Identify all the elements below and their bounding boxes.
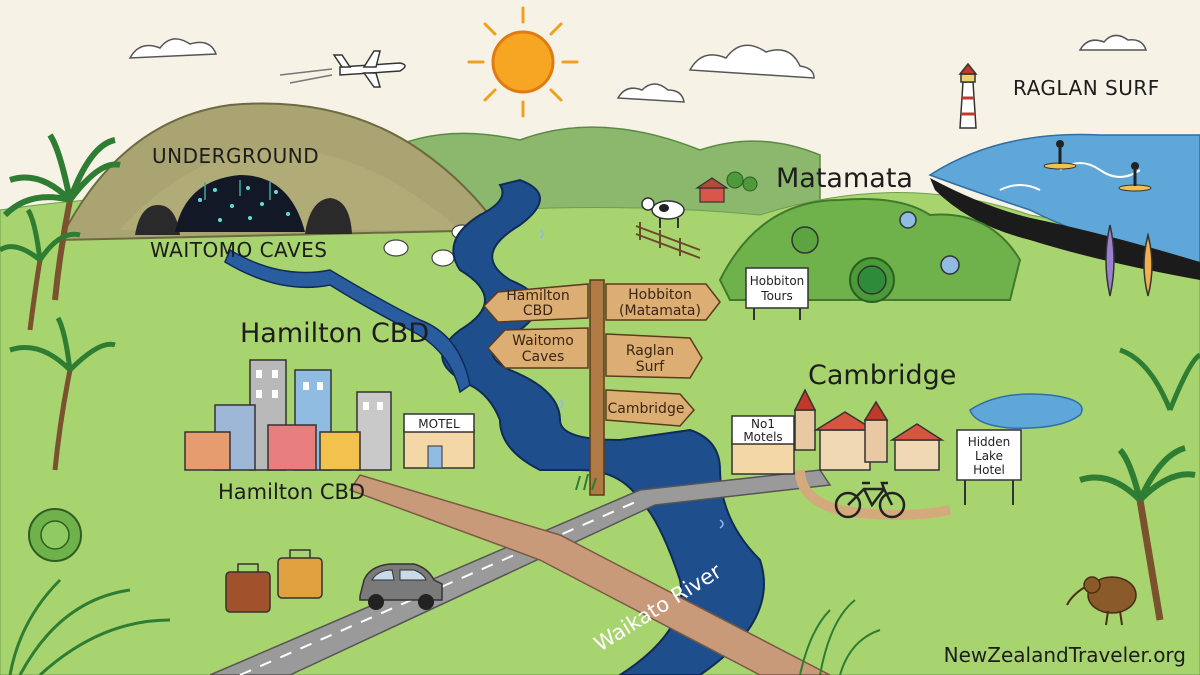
signpost-hobbiton-line2: (Matamata) [619, 303, 701, 319]
signpost-waitomo-line2: Caves [522, 349, 565, 365]
cave-entrance [135, 175, 352, 235]
sun-icon [467, 6, 579, 118]
palm-tree-icon [0, 133, 121, 471]
place-label-underground: UNDERGROUND [152, 144, 320, 168]
signpost-raglan-line1: Raglan [626, 343, 674, 359]
surfer-icon [1118, 162, 1152, 192]
river-tributary [224, 248, 471, 394]
place-label-matamata: Matamata [776, 163, 913, 194]
hobbit-hole-icon [791, 211, 960, 303]
place-label-raglan-surf: RAGLAN SURF [1013, 76, 1160, 100]
place-label-hamilton-cbd: Hamilton CBD [240, 318, 430, 349]
hidden-lake-line1: Hidden [968, 435, 1011, 449]
no1-motels-sign-line1: No1 [751, 417, 775, 431]
lighthouse-icon [958, 62, 978, 129]
hidden-lake-line3: Hotel [973, 463, 1005, 477]
hidden-lake-line2: Lake [975, 449, 1003, 463]
cloud-icon [128, 34, 1148, 103]
car-icon [359, 563, 443, 610]
hobbiton-tours-line1: Hobbiton [750, 274, 805, 288]
signpost-raglan-line2: Surf [636, 359, 666, 375]
cow-icon [641, 197, 685, 228]
website-credit: NewZealandTraveler.org [943, 643, 1186, 667]
place-label-cambridge: Cambridge [808, 360, 957, 391]
bicycle-icon [834, 481, 906, 519]
hobbiton-tours-sign [745, 267, 809, 320]
hobbiton-tours-line2: Tours [760, 289, 792, 303]
signpost [482, 279, 721, 496]
fern-icon [8, 578, 171, 675]
surfboard-icon [1105, 224, 1153, 297]
surfer-icon [1043, 140, 1077, 170]
suitcase-icon [225, 549, 323, 613]
palm-tree-icon [1079, 347, 1200, 621]
hidden-lake-hotel-sign [956, 429, 1022, 505]
fence [635, 222, 701, 259]
farm-barn [695, 177, 729, 203]
no1-motels-building [731, 415, 795, 475]
signpost-hobbiton-line1: Hobbiton [628, 287, 692, 303]
hamilton-skyline [184, 359, 392, 471]
signpost-hamilton-line1: Hamilton [506, 288, 569, 304]
motel-sign: MOTEL [418, 417, 460, 431]
hidden-lake [969, 393, 1083, 429]
signpost-cambridge: Cambridge [608, 401, 685, 417]
grass-tuft [575, 473, 881, 675]
airplane-icon [279, 50, 406, 88]
bush-icon [28, 508, 82, 562]
signpost-waitomo-line1: Waitomo [512, 333, 574, 349]
cambridge-village [793, 388, 945, 471]
tree-icon [726, 171, 758, 192]
distant-hills [369, 126, 821, 231]
kiwi-bird-icon [1066, 576, 1137, 626]
place-label-waitomo-caves: WAITOMO CAVES [150, 238, 328, 262]
road [209, 469, 951, 675]
signpost-hamilton-line2: CBD [523, 303, 553, 319]
no1-motels-sign-line2: Motels [743, 430, 782, 444]
motel-building [403, 413, 475, 469]
place-label-hamilton-cbd-bottom: Hamilton CBD [218, 480, 366, 504]
